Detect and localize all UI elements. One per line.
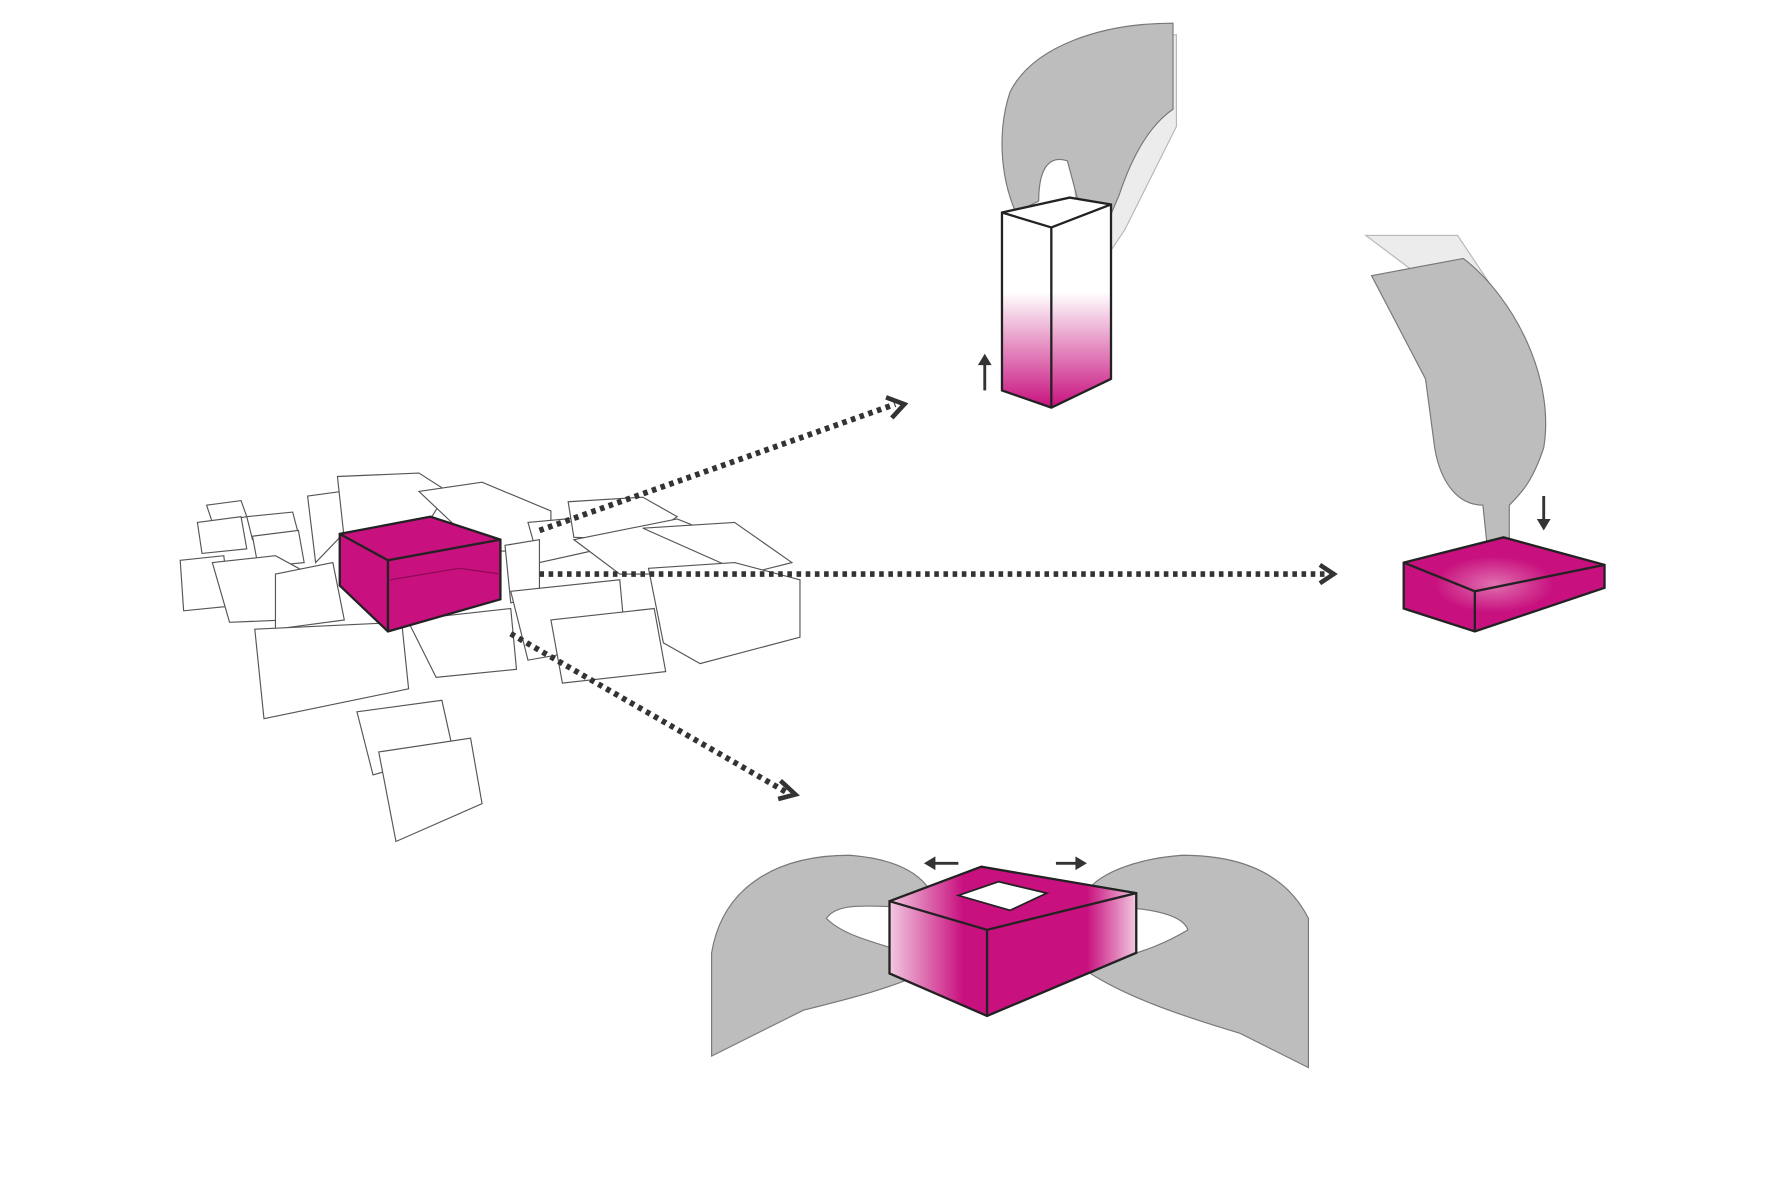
arrow-to-extrude: [538, 395, 909, 534]
stretch-operation: [711, 854, 1309, 1069]
arrow-to-press: [539, 562, 1338, 586]
arrow-up-icon: [977, 353, 992, 391]
extrude-operation: [977, 22, 1178, 409]
arrow-left-right-icon: [923, 856, 1087, 871]
press-operation: [1364, 234, 1606, 633]
highlighted-volume: [338, 515, 502, 633]
arrow-to-stretch: [509, 631, 801, 802]
city-context: [179, 472, 801, 843]
arrow-down-icon: [1536, 496, 1551, 531]
